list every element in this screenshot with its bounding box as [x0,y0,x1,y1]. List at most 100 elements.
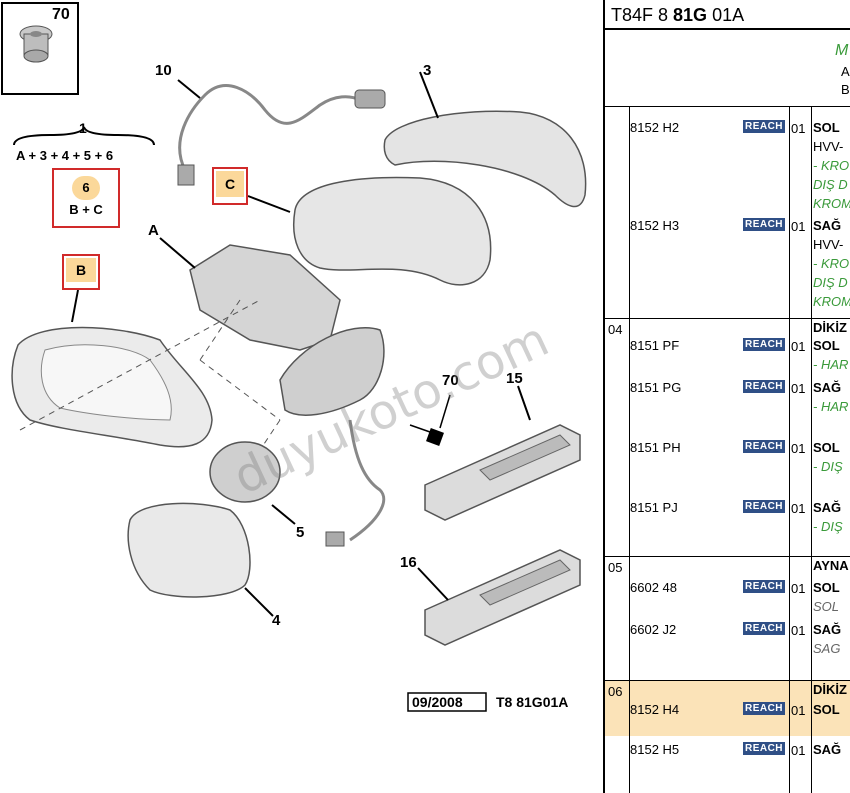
reach-badge: REACH [743,218,785,231]
part-3-mirror-cover [383,71,587,208]
label-5: 5 [296,524,305,541]
label-70: 70 [442,372,459,389]
part-10-wiring-harness [177,79,386,186]
part-note: - HAR [813,399,849,414]
part-4-mirror-glass [127,502,274,617]
part-70-detail-box [1,2,79,95]
part-qty: 01 [791,381,806,396]
part-note: KROM [813,294,850,309]
reach-badge: REACH [743,380,785,393]
table-header: T84F 8 81G 01A [605,0,850,30]
part-5-mirror-plate [209,441,296,525]
group-title: DİKİZ [813,682,847,697]
assembly-formula-1: A + 3 + 4 + 5 + 6 [16,148,114,163]
part-desc: SOL [813,440,840,455]
part-note: - KRO [813,256,850,271]
callout-c-label: C [216,171,244,197]
part-ref: 8152 H4 [630,702,680,717]
reach-badge: REACH [743,742,785,755]
label-1: 1 [79,120,87,136]
part-note: SOL [813,599,840,614]
part-ref: 8151 PF [630,338,680,353]
part-note: HVV- [813,237,844,252]
label-16: 16 [400,554,417,571]
col-line-1 [629,106,630,793]
reach-badge: REACH [743,338,785,351]
header-prefix: T84F 8 [611,5,674,25]
header-bold: 81G [673,5,708,25]
part-70-marker [409,394,451,446]
callout-c: C [212,167,248,205]
reach-badge: REACH [743,622,785,635]
head-block-c: B [841,82,850,97]
footer-code: T8 81G01A [496,694,569,710]
assembly-brace-1 [13,126,155,146]
callout-b: B [62,254,100,290]
part-note: SAG [813,641,841,656]
callout-6-formula: B + C [69,202,103,217]
part-desc: SAĞ [813,380,842,395]
group-title: AYNA [813,558,849,573]
part-ref: 8151 PG [630,380,682,395]
part-ref: 8151 PH [630,440,681,455]
col-line-2 [789,106,790,793]
part-qty: 01 [791,441,806,456]
head-block-a: M [835,42,849,59]
part-ref: 8152 H2 [630,120,680,135]
part-desc: SOL [813,120,840,135]
group-id: 05 [608,560,623,575]
part-ref: 8152 H3 [630,218,680,233]
label-70-top: 70 [52,6,70,23]
group-divider [605,106,850,107]
part-16-window-switch [417,549,581,646]
part-desc: SOL [813,580,840,595]
part-qty: 01 [791,121,806,136]
part-a-mirror-motor [159,237,386,547]
reach-badge: REACH [743,580,785,593]
label-15: 15 [506,370,523,387]
reach-badge: REACH [743,440,785,453]
group-title: DİKİZ [813,320,847,335]
part-desc: SOL [813,338,840,353]
part-note: - KRO [813,158,850,173]
part-ref: 6602 J2 [630,622,677,637]
col-line-3 [811,106,812,793]
part-desc: SAĞ [813,218,842,233]
part-qty: 01 [791,703,806,718]
part-qty: 01 [791,339,806,354]
highlight-row [605,680,850,736]
parts-drawing [1,2,587,712]
part-b-mirror-frame [11,289,213,448]
part-qty: 01 [791,501,806,516]
head-block-b: A [841,64,850,79]
part-desc: SAĞ [813,622,842,637]
label-a: A [148,222,159,239]
label-4: 4 [272,612,281,629]
part-ref: 8151 PJ [630,500,678,515]
part-ref: 6602 48 [630,580,677,595]
part-note: - DIŞ [813,519,843,534]
callout-6: 6 B + C [52,168,120,228]
footer-date-box [407,692,487,712]
part-desc: SAĞ [813,742,842,757]
part-note: DIŞ D [813,275,848,290]
part-note: HVV- [813,139,844,154]
footer-date: 09/2008 [412,694,463,710]
part-desc: SOL [813,702,840,717]
group-divider [605,318,850,319]
header-suffix: 01A [707,5,745,25]
callout-6-number: 6 [72,176,100,200]
part-c-housing [247,176,492,286]
part-15-window-switch [424,385,581,521]
part-note: - DIŞ [813,459,843,474]
group-divider [605,680,850,681]
label-10: 10 [155,62,172,79]
part-qty: 01 [791,219,806,234]
callout-b-label: B [66,258,96,282]
part-desc: SAĞ [813,500,842,515]
part-note: DIŞ D [813,177,848,192]
group-divider [605,556,850,557]
exploded-parts-diagram: 70 10 3 1 A + 3 + 4 + 5 + 6 6 B + C C B … [1,2,587,712]
part-qty: 01 [791,581,806,596]
